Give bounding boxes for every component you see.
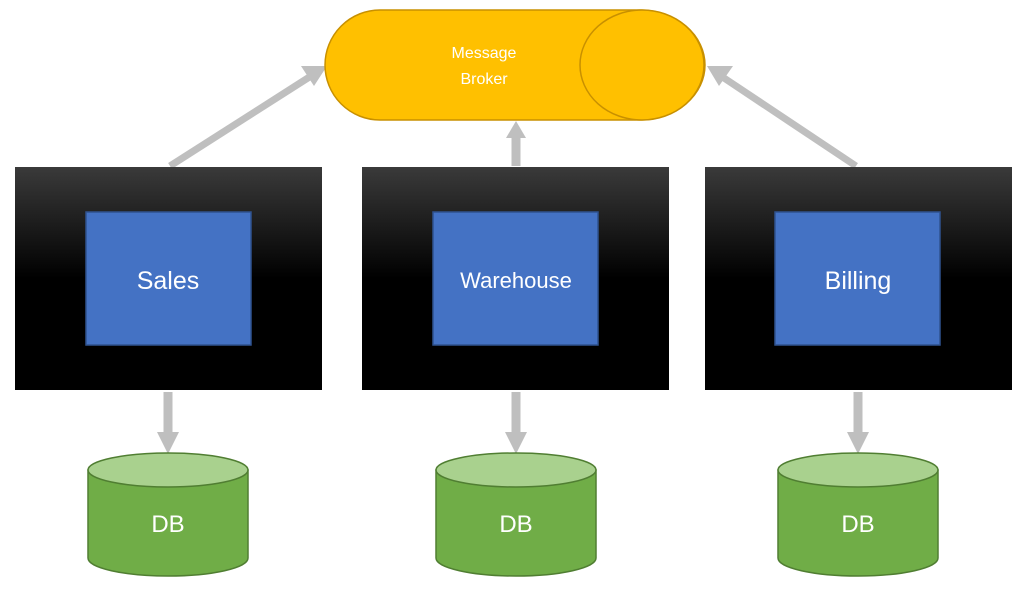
service-sales: Sales bbox=[15, 167, 322, 390]
arrows-to-databases bbox=[157, 392, 869, 454]
message-broker: Message Broker bbox=[324, 9, 706, 121]
service-sales-label: Sales bbox=[137, 267, 200, 295]
arrow-billing-to-broker bbox=[707, 66, 858, 169]
arrow-warehouse-to-db bbox=[505, 392, 527, 454]
database-sales-body bbox=[87, 469, 249, 577]
broker-label-line2: Broker bbox=[460, 71, 508, 88]
database-billing-label: DB bbox=[841, 511, 874, 538]
database-sales: DB bbox=[87, 452, 249, 577]
service-warehouse-box bbox=[432, 211, 599, 346]
service-warehouse: Warehouse bbox=[362, 167, 669, 390]
service-sales-box bbox=[85, 211, 252, 346]
database-billing-top bbox=[777, 452, 939, 488]
arrow-warehouse-to-broker bbox=[506, 121, 526, 166]
database-warehouse-label: DB bbox=[499, 511, 532, 538]
database-warehouse-body bbox=[435, 469, 597, 577]
database-billing-body bbox=[777, 469, 939, 577]
database-warehouse: DB bbox=[435, 452, 597, 577]
database-sales-top bbox=[87, 452, 249, 488]
broker-end-cap bbox=[579, 9, 705, 121]
broker-label-line1: Message bbox=[452, 45, 517, 62]
arrow-sales-to-db bbox=[157, 392, 179, 454]
arrows-to-broker bbox=[168, 66, 858, 169]
service-billing-box bbox=[774, 211, 941, 346]
service-billing: Billing bbox=[705, 167, 1012, 390]
arrow-billing-to-db bbox=[847, 392, 869, 454]
service-warehouse-label: Warehouse bbox=[460, 268, 572, 293]
arrow-sales-to-broker bbox=[168, 66, 327, 169]
database-billing: DB bbox=[777, 452, 939, 577]
service-billing-label: Billing bbox=[825, 267, 892, 295]
database-sales-label: DB bbox=[151, 511, 184, 538]
database-warehouse-top bbox=[435, 452, 597, 488]
